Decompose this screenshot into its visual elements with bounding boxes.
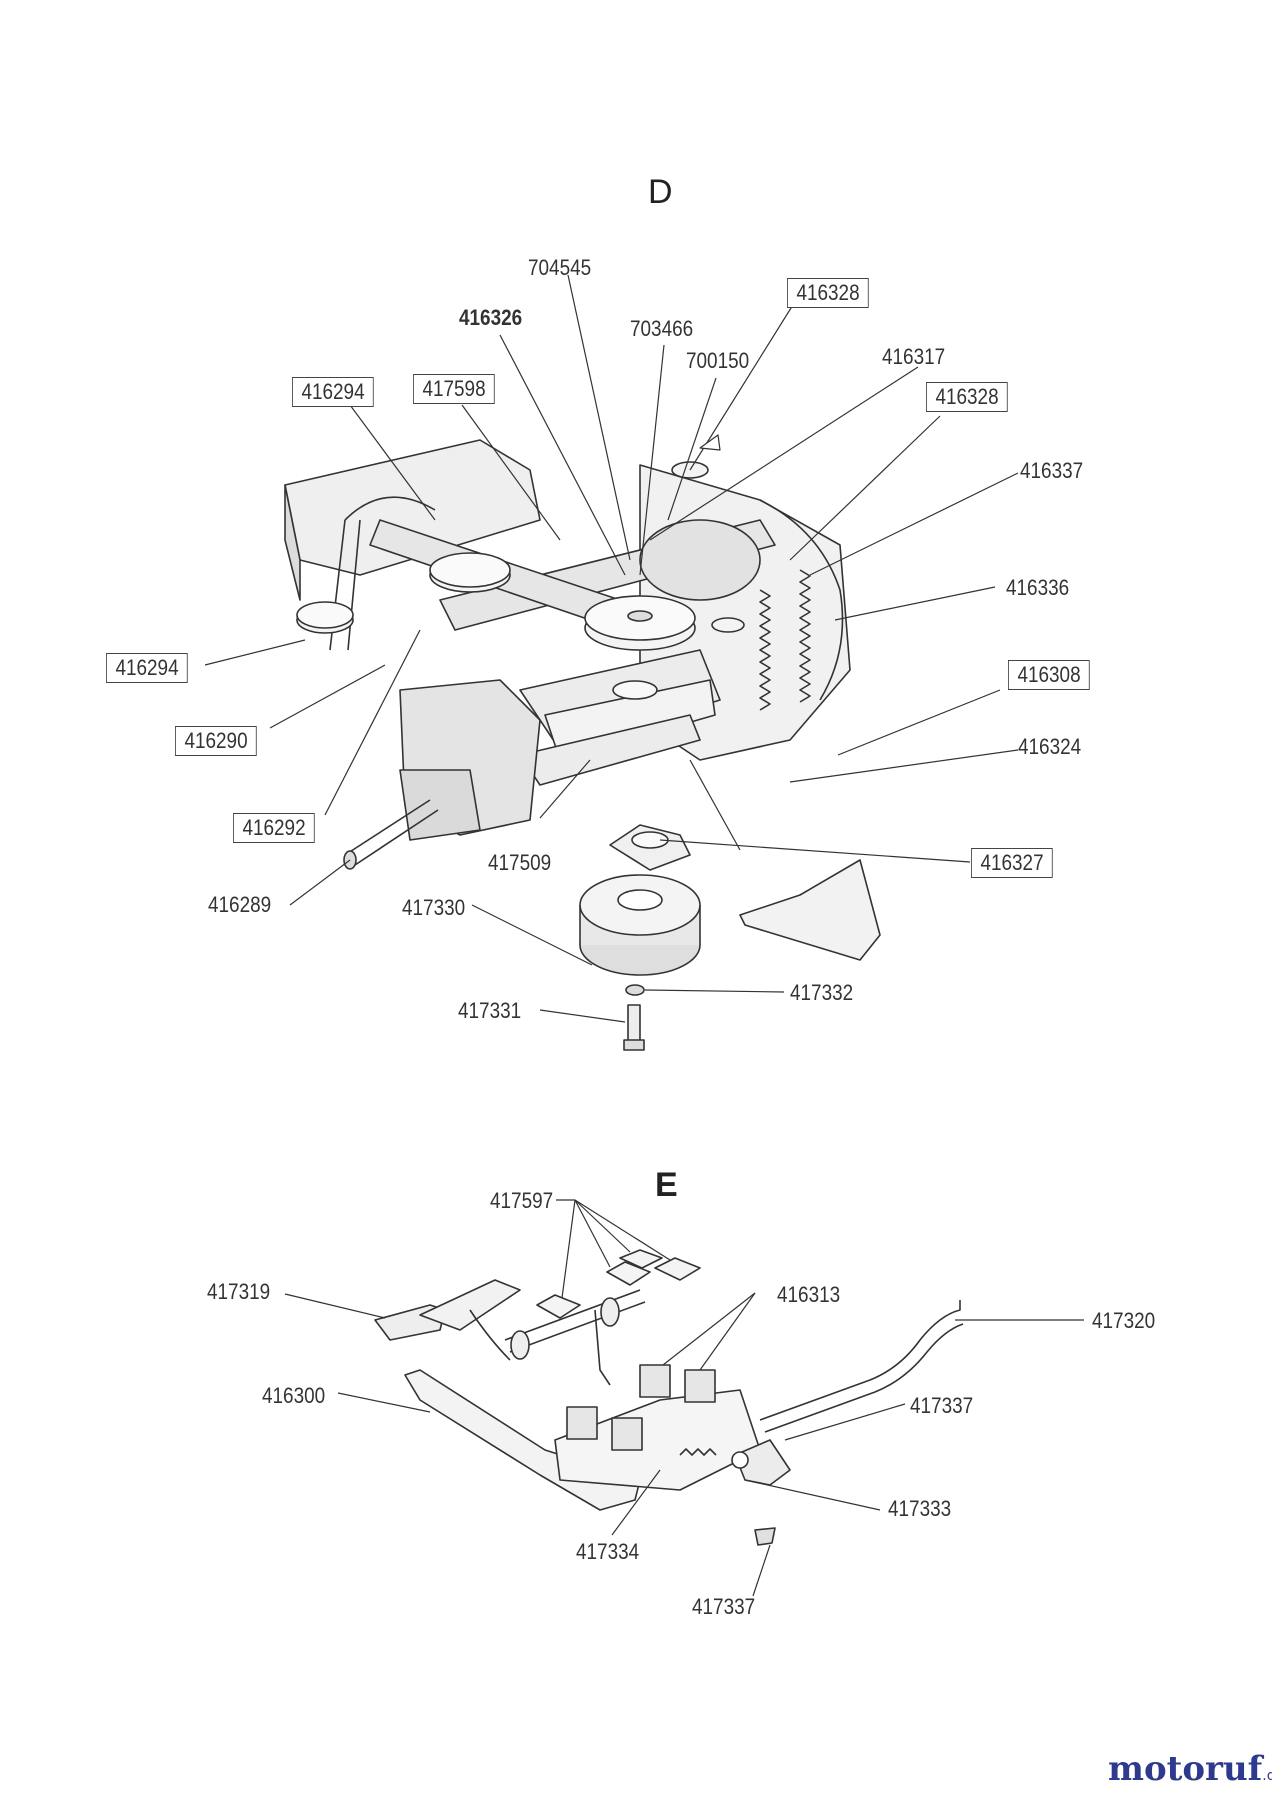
part-label-416327: 416327 xyxy=(971,848,1054,878)
part-label-416294-top: 416294 xyxy=(292,377,375,407)
part-label-417333: 417333 xyxy=(888,1496,952,1521)
part-label-417598: 417598 xyxy=(413,374,496,404)
section-e-title: E xyxy=(655,1166,678,1204)
part-label-416313: 416313 xyxy=(777,1282,841,1307)
logo-suffix: .de xyxy=(1262,1768,1272,1784)
part-label-417319: 417319 xyxy=(207,1279,271,1304)
part-label-417320: 417320 xyxy=(1092,1308,1156,1333)
part-label-416289: 416289 xyxy=(208,892,272,917)
part-label-417509: 417509 xyxy=(488,850,552,875)
part-label-417337-upper: 417337 xyxy=(910,1393,974,1418)
section-e-assembly xyxy=(374,1249,964,1546)
part-label-704545: 704545 xyxy=(528,255,592,280)
motoruf-logo: motoruf.de xyxy=(1108,1752,1272,1786)
section-d-title: D xyxy=(648,173,673,211)
part-label-700150: 700150 xyxy=(686,348,750,373)
logo-text: motoruf xyxy=(1108,1749,1263,1789)
part-label-416336: 416336 xyxy=(1006,575,1070,600)
part-label-416300: 416300 xyxy=(262,1383,326,1408)
part-label-417330: 417330 xyxy=(402,895,466,920)
part-label-416292: 416292 xyxy=(233,813,316,843)
section-d-leaders xyxy=(204,274,1019,1023)
part-label-416324: 416324 xyxy=(1018,734,1082,759)
part-label-416337: 416337 xyxy=(1020,458,1084,483)
part-label-417331: 417331 xyxy=(458,998,522,1023)
part-label-416328-mid: 416328 xyxy=(926,382,1009,412)
part-label-703466: 703466 xyxy=(630,316,694,341)
part-label-416328-top: 416328 xyxy=(787,278,870,308)
part-label-416326: 416326 xyxy=(459,305,523,330)
part-label-416308: 416308 xyxy=(1008,660,1091,690)
part-label-417334: 417334 xyxy=(576,1539,640,1564)
part-label-416317: 416317 xyxy=(882,344,946,369)
part-label-416290: 416290 xyxy=(175,726,258,756)
section-e-leaders xyxy=(284,1199,1084,1597)
part-label-416294-left: 416294 xyxy=(106,653,189,683)
part-label-417332: 417332 xyxy=(790,980,854,1005)
part-label-417597: 417597 xyxy=(490,1188,554,1213)
part-label-417337-lower: 417337 xyxy=(692,1594,756,1619)
section-d-assembly xyxy=(284,439,881,1051)
